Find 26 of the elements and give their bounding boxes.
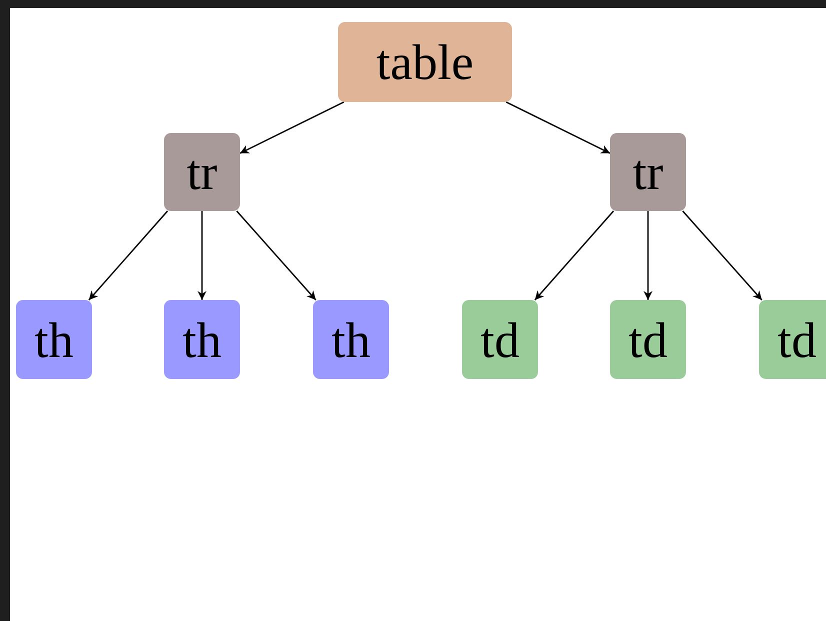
- tag-name: th: [332, 314, 370, 364]
- arrow: [644, 211, 652, 300]
- tag-name: tr: [632, 147, 664, 197]
- tag-name: table: [376, 37, 474, 87]
- arrow: [198, 211, 206, 300]
- element-box: [610, 300, 686, 379]
- arrow: [682, 210, 762, 300]
- element-box: [610, 133, 686, 211]
- arrow: [88, 210, 168, 300]
- tag-name: th: [34, 314, 74, 364]
- element-box: [338, 22, 512, 102]
- element-box: [164, 300, 240, 379]
- tag-name: td: [480, 314, 520, 364]
- arrow: [236, 210, 316, 300]
- arrow: [240, 101, 344, 154]
- element-box: [462, 300, 538, 379]
- tag-name: tr: [186, 147, 218, 197]
- element-box: [313, 300, 389, 379]
- element-box: [759, 300, 826, 379]
- tag-name: td: [628, 314, 668, 364]
- tag-name: td: [778, 314, 816, 364]
- element-box: [164, 133, 240, 211]
- arrow: [506, 101, 610, 154]
- element-box: [16, 300, 92, 379]
- tag-name: th: [182, 314, 222, 364]
- arrow: [534, 210, 614, 300]
